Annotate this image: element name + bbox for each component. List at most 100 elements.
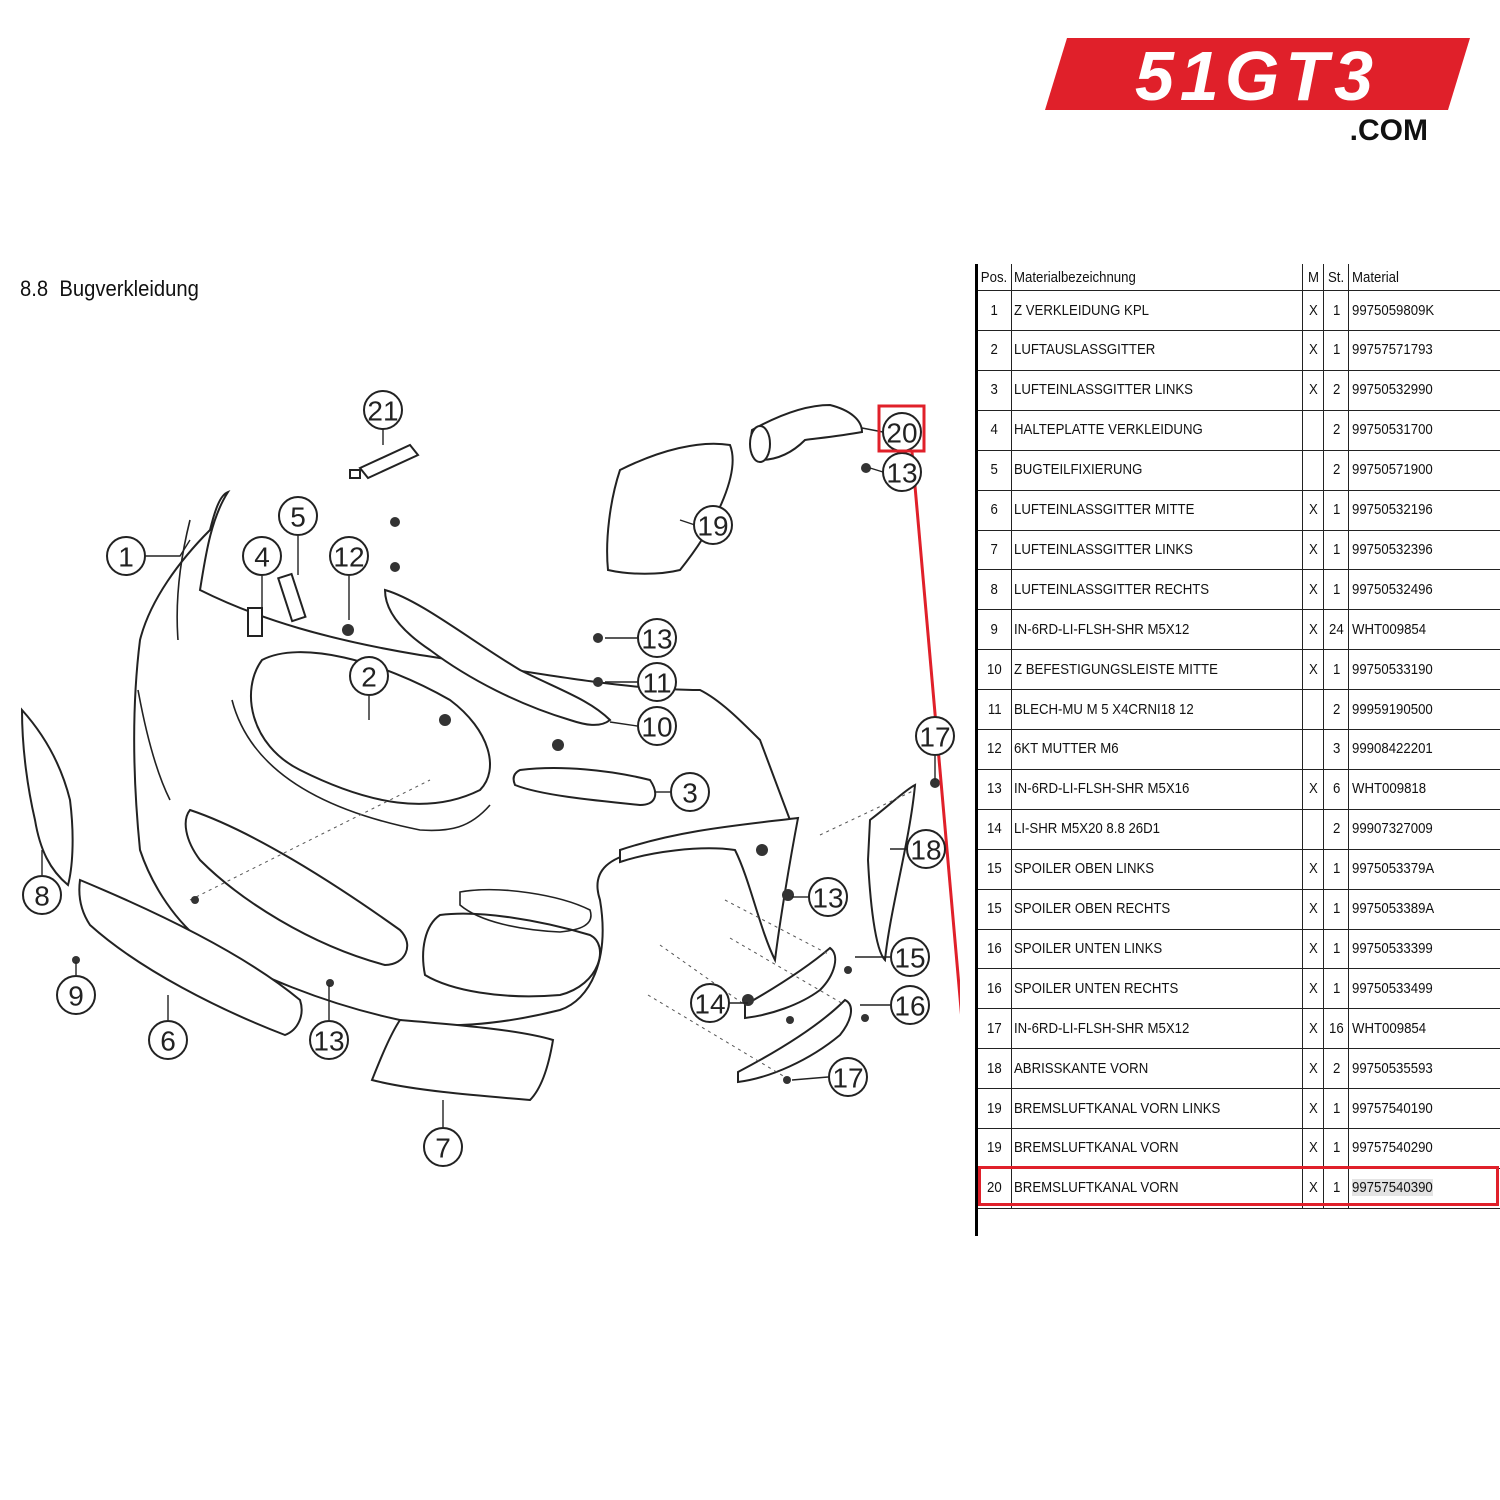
callout-label: 8 bbox=[34, 881, 50, 912]
cell-name: 6KT MUTTER M6 bbox=[1014, 729, 1302, 769]
cell-st: 2 bbox=[1326, 1048, 1348, 1088]
cell-material-text: 9975053379A bbox=[1352, 860, 1435, 878]
cell-st: 1 bbox=[1326, 1088, 1348, 1128]
cell-material: 99757540290 bbox=[1352, 1128, 1500, 1168]
cell-material-text: WHT009818 bbox=[1352, 780, 1427, 798]
cell-name-text: LUFTEINLASSGITTER LINKS bbox=[1014, 381, 1193, 399]
callout-label: 14 bbox=[694, 989, 725, 1020]
cell-name: BLECH-MU M 5 X4CRNI18 12 bbox=[1014, 689, 1302, 729]
cell-name-text: BREMSLUFTKANAL VORN LINKS bbox=[1014, 1099, 1221, 1117]
highlight-connector bbox=[910, 451, 960, 1015]
cell-name-text: LUFTAUSLASSGITTER bbox=[1014, 341, 1156, 359]
header-st: St. bbox=[1327, 268, 1344, 286]
cell-st: 2 bbox=[1326, 370, 1348, 410]
cell-st-text: 16 bbox=[1328, 1019, 1344, 1037]
cell-material: WHT009818 bbox=[1352, 769, 1500, 809]
cell-material-text: WHT009854 bbox=[1352, 620, 1427, 638]
cell-m-text: X bbox=[1308, 501, 1318, 518]
cell-name: SPOILER OBEN RECHTS bbox=[1014, 889, 1302, 929]
spoiler-lower-part bbox=[737, 998, 852, 1084]
cell-material-text: 99750532196 bbox=[1352, 501, 1433, 518]
cell-pos: 15 bbox=[978, 889, 1011, 929]
cell-st: 16 bbox=[1326, 1008, 1348, 1048]
cell-m: X bbox=[1305, 1128, 1323, 1168]
cell-m-text: X bbox=[1308, 860, 1318, 878]
cell-st: 1 bbox=[1326, 889, 1348, 929]
callout-label: 5 bbox=[290, 502, 306, 533]
callout-label: 17 bbox=[832, 1063, 863, 1094]
cell-m: X bbox=[1305, 529, 1323, 569]
cell-name-text: BREMSLUFTKANAL VORN bbox=[1014, 1179, 1179, 1197]
callout-label: 20 bbox=[886, 418, 917, 449]
brand-logo: 51GT3 .COM bbox=[1045, 36, 1470, 148]
cell-pos-text: 16 bbox=[987, 939, 1002, 957]
cell-m-text: X bbox=[1308, 580, 1318, 598]
callout-highlight-box bbox=[877, 404, 926, 453]
cell-material: 99750571900 bbox=[1352, 450, 1500, 490]
logo-wordmark: 51GT3 bbox=[1045, 38, 1470, 110]
cell-st: 1 bbox=[1326, 290, 1348, 330]
cell-m: X bbox=[1305, 370, 1323, 410]
cell-st-text: 1 bbox=[1332, 939, 1341, 957]
cell-pos: 1 bbox=[978, 290, 1011, 330]
cell-pos: 18 bbox=[978, 1048, 1011, 1088]
cell-m-text: X bbox=[1308, 1019, 1318, 1037]
callout-label: 2 bbox=[361, 662, 377, 693]
cell-m-text: X bbox=[1308, 1179, 1318, 1197]
cell-m: X bbox=[1305, 490, 1323, 530]
cell-name: SPOILER UNTEN RECHTS bbox=[1014, 968, 1302, 1008]
cell-pos: 14 bbox=[978, 809, 1011, 849]
callout-label: 3 bbox=[682, 778, 698, 809]
spoiler-upper-part bbox=[744, 946, 837, 1020]
cell-material-text: 99750531700 bbox=[1352, 421, 1433, 439]
cell-st-text: 1 bbox=[1332, 301, 1341, 319]
cell-name: BUGTEILFIXIERUNG bbox=[1014, 450, 1302, 490]
callout-label: 13 bbox=[812, 883, 843, 914]
cell-name: IN-6RD-LI-FLSH-SHR M5X12 bbox=[1014, 609, 1302, 649]
cell-material: 99750532196 bbox=[1352, 490, 1500, 530]
cell-name-text: LUFTEINLASSGITTER RECHTS bbox=[1014, 580, 1210, 598]
cell-pos-text: 18 bbox=[987, 1059, 1002, 1077]
cell-st-text: 6 bbox=[1332, 780, 1341, 798]
cell-m-text: X bbox=[1308, 1139, 1318, 1157]
cell-name: Z VERKLEIDUNG KPL bbox=[1014, 290, 1302, 330]
cell-material: 99757540390 bbox=[1352, 1168, 1500, 1208]
cell-pos: 10 bbox=[978, 649, 1011, 689]
callout-13: 13 bbox=[309, 1020, 349, 1060]
cell-m: X bbox=[1305, 1048, 1323, 1088]
cell-m: X bbox=[1305, 330, 1323, 370]
cell-m bbox=[1305, 729, 1323, 769]
callout-label: 13 bbox=[313, 1026, 344, 1057]
cell-m-text: X bbox=[1308, 620, 1318, 638]
leader-lines bbox=[41, 427, 936, 1127]
section-name: Bugverkleidung bbox=[59, 276, 199, 301]
cell-pos: 12 bbox=[978, 729, 1011, 769]
callout-18: 18 bbox=[906, 829, 946, 869]
cell-pos-text: 17 bbox=[987, 1019, 1002, 1037]
callout-3: 3 bbox=[670, 772, 710, 812]
cell-m: X bbox=[1305, 569, 1323, 609]
cell-m-text: X bbox=[1308, 1059, 1318, 1077]
cell-st-text: 2 bbox=[1332, 820, 1341, 838]
cell-material: 99750533190 bbox=[1352, 649, 1500, 689]
cell-m: X bbox=[1305, 968, 1323, 1008]
cell-m: X bbox=[1305, 889, 1323, 929]
cell-pos: 4 bbox=[978, 410, 1011, 450]
cell-material-text: 99750533499 bbox=[1352, 979, 1433, 997]
cell-st: 1 bbox=[1326, 849, 1348, 889]
callout-21: 21 bbox=[363, 390, 403, 430]
callout-17: 17 bbox=[915, 716, 955, 756]
callout-9: 9 bbox=[56, 975, 96, 1015]
cell-name: HALTEPLATTE VERKLEIDUNG bbox=[1014, 410, 1302, 450]
cell-st-text: 2 bbox=[1332, 461, 1341, 479]
callout-12: 12 bbox=[329, 536, 369, 576]
cell-name-text: HALTEPLATTE VERKLEIDUNG bbox=[1014, 421, 1203, 439]
cell-name: Z BEFESTIGUNGSLEISTE MITTE bbox=[1014, 649, 1302, 689]
cell-material: 9975053389A bbox=[1352, 889, 1500, 929]
cell-name: LUFTEINLASSGITTER LINKS bbox=[1014, 529, 1302, 569]
cell-name-text: BUGTEILFIXIERUNG bbox=[1014, 461, 1143, 479]
